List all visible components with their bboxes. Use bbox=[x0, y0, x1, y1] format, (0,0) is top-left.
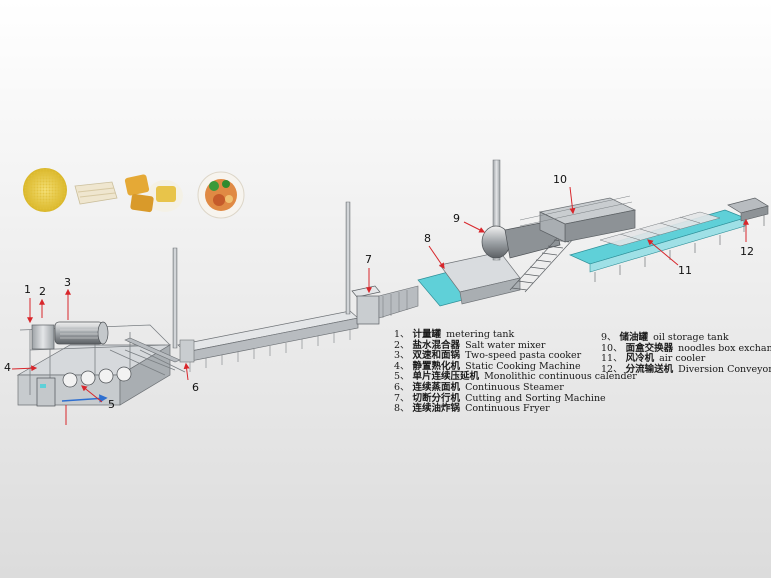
legend-item: 1、计量罐 metering tank bbox=[394, 329, 637, 341]
noodle-cake-photo bbox=[23, 168, 67, 212]
legend-item-zh: 储油罐 bbox=[619, 332, 649, 343]
legend-item-num: 6、 bbox=[394, 381, 410, 393]
legend-item-en: air cooler bbox=[659, 353, 706, 365]
legend-item-en: metering tank bbox=[446, 329, 515, 340]
callout-8: 8 bbox=[424, 232, 431, 245]
legend-right: 9、储油罐 oil storage tank 10、面盒交换器 noodles box… bbox=[601, 332, 771, 376]
legend-item-en: noodles box exchanger bbox=[678, 342, 771, 354]
legend-item-en: Continuous Steamer bbox=[465, 381, 564, 393]
legend-item-zh: 双速和面锅 bbox=[412, 350, 461, 362]
callout-12: 12 bbox=[740, 245, 754, 258]
callout-arrow-6 bbox=[183, 362, 190, 381]
cutting-sorting-machine bbox=[345, 201, 419, 325]
noodle-dish-photo bbox=[197, 171, 245, 219]
access-stairs bbox=[509, 234, 576, 293]
legend-item-num: 8、 bbox=[394, 403, 410, 415]
continuous-steamer bbox=[172, 247, 359, 372]
legend-item-zh: 风冷机 bbox=[625, 353, 655, 365]
legend-item: 12、分流输送机 Diversion Conveyor bbox=[601, 363, 771, 376]
callout-arrow-10 bbox=[569, 186, 576, 215]
metering-tank bbox=[31, 324, 55, 350]
callout-arrow-5 bbox=[81, 385, 103, 403]
legend-item-num: 10、 bbox=[601, 342, 623, 354]
callout-2: 2 bbox=[39, 285, 46, 298]
legend-item-num: 2、 bbox=[394, 339, 410, 351]
legend-item-zh: 分流输送机 bbox=[625, 363, 674, 375]
air-cooler bbox=[568, 209, 747, 282]
legend-item: 2、盐水混合器 Salt water mixer bbox=[394, 339, 637, 352]
legend-item: 10、面盒交换器 noodles box exchanger bbox=[601, 342, 771, 355]
mixing-station bbox=[16, 321, 186, 407]
legend-item-num: 5、 bbox=[394, 371, 410, 383]
legend-item-num: 9、 bbox=[601, 332, 617, 343]
legend-item-num: 1、 bbox=[394, 329, 410, 340]
legend-item-zh: 盐水混合器 bbox=[412, 339, 461, 351]
callout-1: 1 bbox=[24, 283, 31, 296]
callout-4: 4 bbox=[4, 361, 11, 374]
continuous-fryer bbox=[417, 251, 521, 307]
legend-item-en: Monolithic continuous calender bbox=[484, 371, 637, 383]
legend-item-zh: 连续蒸面机 bbox=[412, 381, 461, 393]
legend-item-en: Salt water mixer bbox=[465, 339, 546, 351]
legend-item-zh: 单片连续压延机 bbox=[412, 371, 480, 383]
callout-11: 11 bbox=[678, 264, 692, 277]
callout-arrow-9 bbox=[463, 221, 486, 233]
legend-item-zh: 计量罐 bbox=[412, 329, 442, 340]
legend-left: 1、计量罐 metering tank 2、盐水混合器 Salt water mixe… bbox=[394, 329, 637, 415]
product-photos bbox=[23, 168, 245, 219]
callout-3: 3 bbox=[64, 276, 71, 289]
legend-item-en: Cutting and Sorting Machine bbox=[465, 392, 606, 404]
callout-arrow-8 bbox=[428, 245, 445, 269]
legend-item: 5、单片连续压延机 Monolithic continuous calender bbox=[394, 372, 637, 383]
legend-item-num: 4、 bbox=[394, 360, 410, 372]
callout-arrow-11 bbox=[647, 239, 679, 266]
noodles-box-exchanger bbox=[519, 195, 637, 243]
legend-item: 8、连续油炸锅 Continuous Fryer bbox=[394, 403, 637, 415]
legend-item-zh: 连续油炸锅 bbox=[412, 403, 461, 415]
legend-item-en: Two-speed pasta cooker bbox=[465, 350, 582, 362]
legend-item-num: 7、 bbox=[394, 392, 410, 404]
callout-arrows bbox=[11, 186, 749, 425]
diversion-conveyor bbox=[727, 197, 769, 232]
legend-item: 11、风冷机 air cooler bbox=[601, 353, 771, 365]
legend-item-num: 12、 bbox=[601, 363, 623, 375]
fried-noodle-photo bbox=[124, 174, 183, 213]
continuous-calender bbox=[62, 366, 132, 388]
pasta-cooker bbox=[54, 321, 109, 345]
legend-item-en: Continuous Fryer bbox=[465, 403, 550, 415]
legend-item-num: 11、 bbox=[601, 353, 623, 365]
callout-arrow-4 bbox=[11, 365, 38, 372]
legend-item-zh: 静置熟化机 bbox=[412, 360, 461, 372]
legend-item: 9、储油罐 oil storage tank bbox=[601, 332, 771, 344]
legend-item-en: Diversion Conveyor bbox=[678, 363, 771, 375]
control-cabinet bbox=[36, 377, 56, 407]
callout-5: 5 bbox=[108, 398, 115, 411]
legend-item: 4、静置熟化机 Static Cooking Machine bbox=[394, 360, 637, 373]
legend-item-num: 3、 bbox=[394, 350, 410, 362]
legend-item: 7、切断分行机 Cutting and Sorting Machine bbox=[394, 392, 637, 405]
legend-item: 6、连续蒸面机 Continuous Steamer bbox=[394, 381, 637, 394]
callout-10: 10 bbox=[553, 173, 567, 186]
legend-item-en: Static Cooking Machine bbox=[465, 360, 581, 372]
flow-arrow bbox=[61, 394, 108, 403]
callout-6: 6 bbox=[192, 381, 199, 394]
legend-item: 3、双速和面锅 Two-speed pasta cooker bbox=[394, 350, 637, 362]
callout-7: 7 bbox=[365, 253, 372, 266]
legend-item-zh: 面盒交换器 bbox=[625, 342, 674, 354]
callout-9: 9 bbox=[453, 212, 460, 225]
legend-item-en: oil storage tank bbox=[653, 332, 729, 343]
noodle-block-photo bbox=[74, 181, 118, 205]
legend-item-zh: 切断分行机 bbox=[412, 392, 461, 404]
